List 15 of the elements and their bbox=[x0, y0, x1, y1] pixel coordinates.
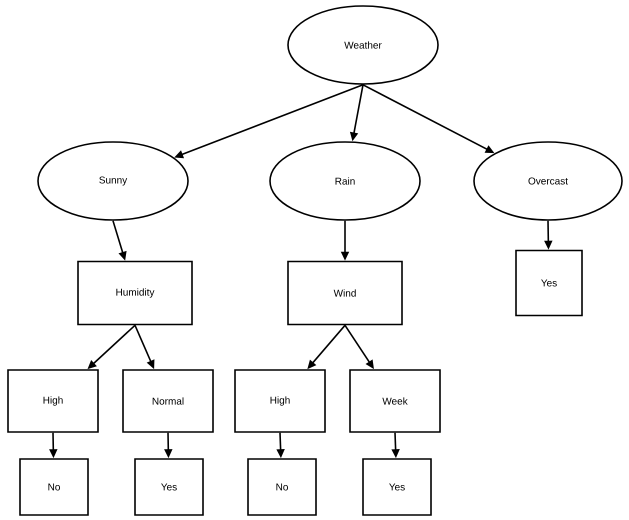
ellipse-node: Rain bbox=[269, 141, 421, 221]
rectangle-node: No bbox=[247, 458, 317, 516]
ellipse-node: Weather bbox=[287, 5, 439, 85]
ellipse-node: Overcast bbox=[473, 141, 623, 221]
rectangle-node: Humidity bbox=[77, 260, 193, 326]
rectangle-node: High bbox=[7, 369, 99, 433]
rectangle-node: Normal bbox=[122, 369, 214, 433]
rectangle-node: High bbox=[234, 369, 326, 433]
rectangle-node: No bbox=[19, 458, 89, 516]
rectangle-node: Week bbox=[349, 369, 441, 433]
ellipse-node: Sunny bbox=[37, 141, 189, 221]
rectangle-node: Wind bbox=[287, 260, 403, 326]
rectangle-node: Yes bbox=[515, 250, 583, 316]
rectangle-node: Yes bbox=[362, 458, 432, 516]
rectangle-node: Yes bbox=[134, 458, 204, 516]
